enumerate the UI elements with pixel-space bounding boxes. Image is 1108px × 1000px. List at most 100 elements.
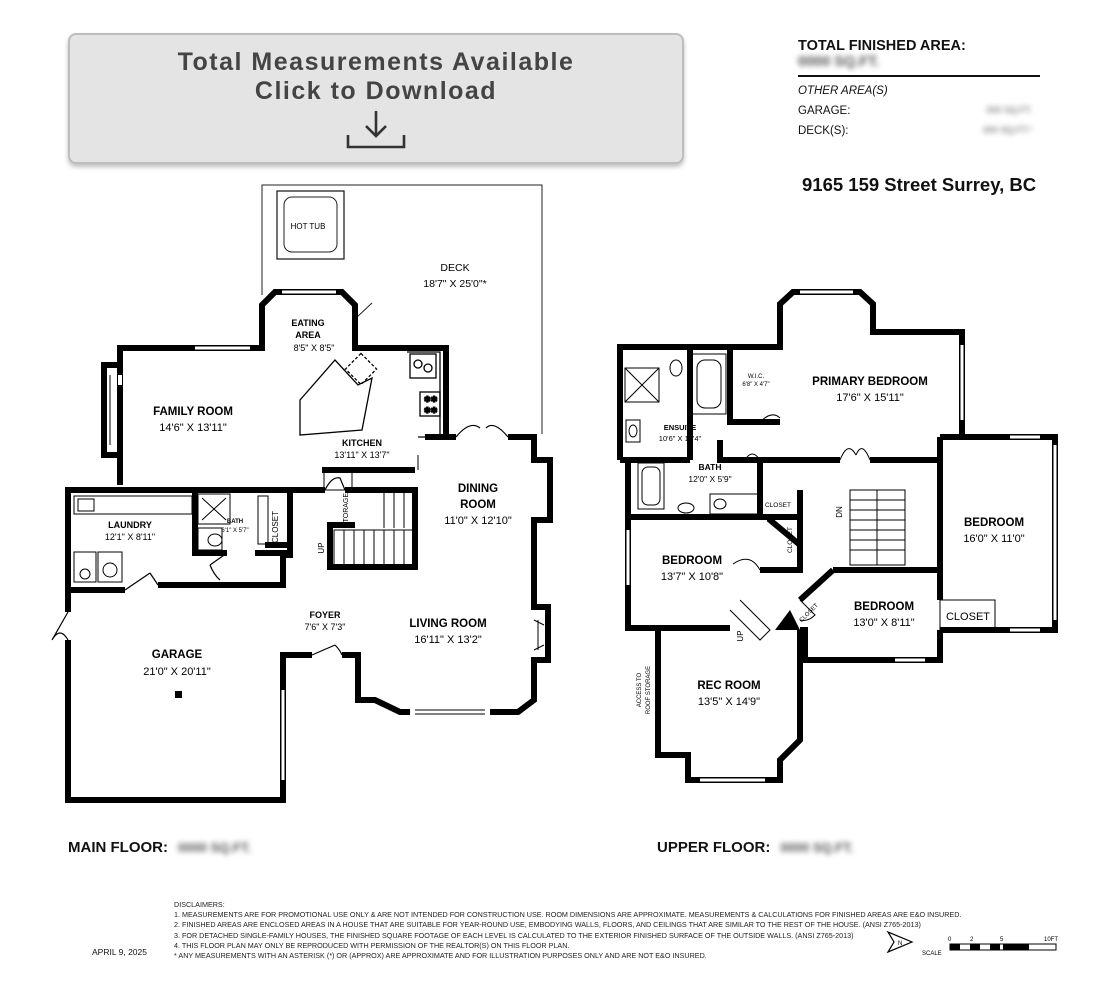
- main-floor-area: 0000 SQ.FT.: [177, 840, 251, 855]
- disclaimer-line: 1. MEASUREMENTS ARE FOR PROMOTIONAL USE …: [174, 910, 962, 920]
- deck-name: DECK: [440, 262, 469, 274]
- foyer-name: FOYER: [309, 610, 341, 620]
- deck-area-value: 000 SQ.FT.*: [982, 125, 1032, 135]
- scale-tick-5: 5: [1000, 937, 1004, 943]
- upper-dn-label: DN: [835, 506, 844, 518]
- bedroom-east-dims: 16'0" X 11'0": [963, 533, 1024, 545]
- disclaimer-line: 3. FOR DETACHED SINGLE-FAMILY HOUSES, TH…: [174, 930, 854, 940]
- living-room-dims: 16'11" X 13'2": [414, 634, 482, 646]
- scale-label: SCALE: [922, 951, 942, 957]
- main-floor-walls: [65, 289, 553, 803]
- wic-name: W.I.C.: [748, 374, 765, 380]
- download-measurements-button[interactable]: Total Measurements Available Click to Do…: [68, 33, 684, 164]
- family-room-dims: 14'6" X 13'11": [159, 422, 227, 434]
- north-arrow-icon: N: [886, 930, 914, 954]
- eating-area-name-2: AREA: [295, 330, 321, 340]
- disclaimer-line: * ANY MEASUREMENTS WITH AN ASTERISK (*) …: [174, 951, 707, 961]
- upper-fixtures: [624, 353, 996, 641]
- upper-floor-windows: [626, 290, 1057, 782]
- dining-room-name-1: DINING: [458, 483, 498, 495]
- upper-floor-area: 0000 SQ.FT.: [780, 840, 854, 855]
- upper-chimney-block: [775, 610, 800, 630]
- main-floor-label-text: MAIN FLOOR:: [68, 839, 168, 856]
- disclaimer-line: 4. THIS FLOOR PLAN MAY ONLY BE REPRODUCE…: [174, 940, 570, 950]
- roof-access-label-1: ACCESS TO: [637, 672, 643, 707]
- total-area-label: TOTAL FINISHED AREA:: [798, 38, 966, 54]
- laundry-name: LAUNDRY: [108, 520, 152, 530]
- scale-tick-2: 2: [970, 937, 974, 943]
- deck-outline: [261, 184, 543, 434]
- disclaimers-block: DISCLAIMERS: 1. MEASUREMENTS ARE FOR PRO…: [174, 900, 961, 961]
- kitchen-dims: 13'11" X 13'7": [334, 450, 389, 460]
- hot-tub-icon: [276, 190, 345, 260]
- download-arrow-icon: [346, 111, 406, 149]
- bedroom-east-name: BEDROOM: [964, 517, 1024, 529]
- main-floor-labels: DECK 18'7" X 25'0"* HOT TUB EATING AREA …: [105, 222, 512, 678]
- upper-floor-plan: [617, 289, 1058, 783]
- deck-area-row: DECK(S): 000 SQ.FT.*: [798, 125, 1040, 137]
- dining-room-name-2: ROOM: [460, 499, 496, 511]
- property-address: 9165 159 Street Surrey, BC: [802, 174, 1037, 195]
- storage-label: STORAGE: [343, 493, 350, 527]
- garage-area-row: GARAGE: 000 SQ.FT.: [798, 105, 1040, 117]
- kitchen-counters: ✱✱ ✱✱: [299, 351, 441, 438]
- garage-name: GARAGE: [152, 649, 203, 661]
- main-stairs: [323, 455, 419, 566]
- total-area-value: 0000 SQ.FT.: [798, 54, 880, 70]
- living-fireplace: [533, 619, 545, 651]
- main-floor-doors: [51, 424, 509, 656]
- upper-closet-3-label: CLOSET: [946, 611, 990, 623]
- primary-bedroom-name: PRIMARY BEDROOM: [812, 376, 928, 388]
- deck-dims: 18'7" X 25'0"*: [423, 278, 486, 290]
- main-up-label: UP: [317, 542, 326, 553]
- ensuite-name: ENSUITE: [664, 423, 697, 432]
- upper-floor-labels: W.I.C. 6'8" X 4'7" PRIMARY BEDROOM 17'6"…: [637, 374, 1025, 714]
- other-areas-label: OTHER AREA(S): [798, 85, 888, 97]
- dining-room-dims: 11'0" X 12'10": [444, 515, 512, 527]
- upper-bath-name: BATH: [699, 462, 722, 472]
- main-floor-window-frames: [109, 289, 485, 780]
- rec-room-dims: 13'5" X 14'9": [698, 696, 760, 708]
- primary-bedroom-dims: 17'6" X 15'11": [836, 392, 904, 404]
- main-closet-label: CLOSET: [271, 511, 280, 543]
- scale-bar: N SCALE 0 2 5 10FT: [886, 928, 1086, 969]
- eating-area-dims: 8'5" X 8'5": [294, 343, 335, 353]
- foyer-dims: 7'6" X 7'3": [305, 622, 346, 632]
- upper-up-label: UP: [736, 630, 745, 641]
- family-room-name: FAMILY ROOM: [153, 406, 233, 418]
- roof-access-label-2: ROOF STORAGE: [646, 666, 652, 714]
- eating-area-name-1: EATING: [291, 318, 324, 328]
- upper-floor-window-frames: [625, 289, 1058, 783]
- rec-room-name: REC ROOM: [697, 680, 760, 692]
- deck-area-label: DECK(S):: [798, 125, 849, 137]
- laundry-dims: 12'1" X 8'11": [105, 532, 155, 542]
- bedroom-south-name: BEDROOM: [854, 601, 914, 613]
- main-floor-label: MAIN FLOOR: 0000 SQ.FT.: [68, 839, 251, 856]
- upper-closet-4-label: CLOSET: [799, 602, 820, 623]
- main-floor-plan: ✱✱ ✱✱: [51, 184, 553, 803]
- main-floor-windows: [118, 290, 485, 780]
- upper-floor-label: UPPER FLOOR:0000 SQ.FT.: [657, 839, 853, 856]
- upper-bath-dims: 12'0" X 5'9": [688, 474, 731, 484]
- main-bath-name: BATH: [227, 519, 243, 525]
- disclaimer-line: 2. FINISHED AREAS ARE ENCLOSED AREAS IN …: [174, 920, 921, 930]
- laundry-fixtures: [73, 493, 269, 583]
- bedroom-west-dims: 13'7" X 10'8": [661, 571, 723, 583]
- total-area-panel: TOTAL FINISHED AREA: 0000 SQ.FT. OTHER A…: [798, 38, 1040, 137]
- garage-floor-drain-icon: [175, 691, 182, 698]
- garage-area-value: 000 SQ.FT.: [986, 105, 1032, 115]
- upper-closet-1-label: CLOSET: [765, 502, 791, 509]
- disclaimers-title: DISCLAIMERS:: [174, 900, 225, 909]
- main-bath-dims: 6'1" X 5'7": [221, 528, 248, 534]
- total-area-title: TOTAL FINISHED AREA: 0000 SQ.FT.: [798, 38, 1040, 77]
- ensuite-dims: 10'6" X 10'4": [659, 434, 702, 443]
- living-room-name: LIVING ROOM: [409, 618, 486, 630]
- upper-closet-2-label: CLOSET: [787, 527, 794, 553]
- north-label: N: [898, 941, 902, 947]
- svg-text:✱✱: ✱✱: [424, 406, 438, 415]
- svg-text:✱✱: ✱✱: [424, 395, 438, 404]
- download-banner-line2: Click to Download: [254, 77, 498, 105]
- garage-dims: 21'0" X 20'11": [143, 666, 211, 678]
- scale-tick-10ft: 10FT: [1044, 937, 1058, 943]
